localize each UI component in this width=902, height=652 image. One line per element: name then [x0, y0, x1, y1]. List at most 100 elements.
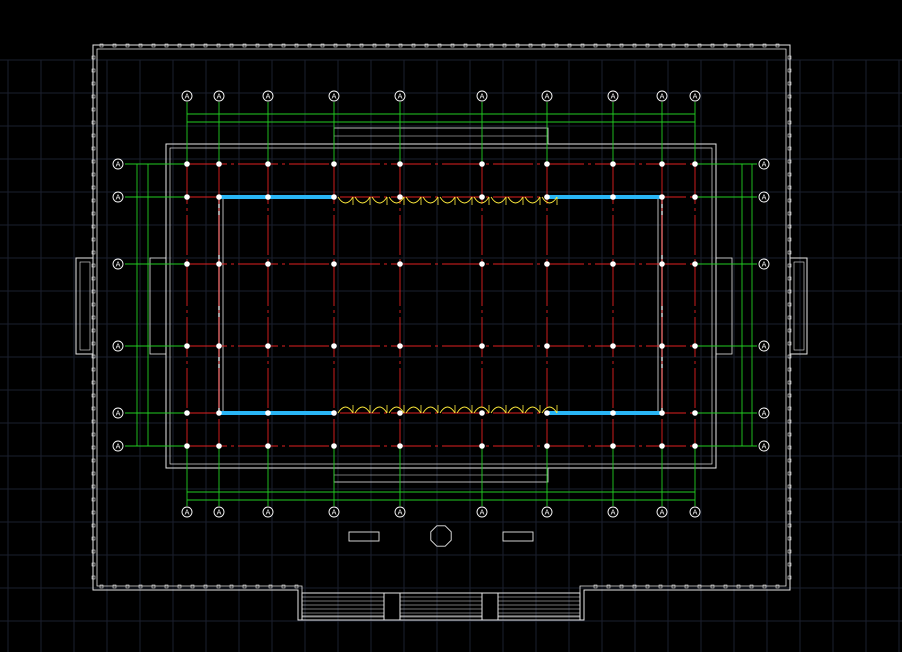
railing-post — [645, 584, 650, 589]
railing-post — [749, 584, 754, 589]
column-dot-icon — [544, 343, 550, 349]
railing-post — [593, 584, 598, 589]
grid-bubble-icon: A — [758, 191, 770, 203]
bubble-label: A — [116, 161, 121, 169]
grid-bubble-icon: A — [541, 90, 553, 102]
railing-post — [787, 94, 792, 99]
grid-bubble-icon: A — [758, 158, 770, 170]
column-dot-icon — [397, 194, 403, 200]
column-dots — [184, 161, 698, 449]
column-dot-icon — [265, 261, 271, 267]
railing-post — [91, 211, 96, 216]
railing-post — [787, 159, 792, 164]
bubble-label: A — [332, 509, 337, 517]
column-dot-icon — [184, 343, 190, 349]
bubble-circle — [476, 506, 488, 518]
railing-post — [787, 575, 792, 580]
railing-post — [91, 354, 96, 359]
column-dot-icon — [265, 343, 271, 349]
column-dot-icon — [397, 343, 403, 349]
railing-post — [91, 81, 96, 86]
railing-post — [606, 584, 611, 589]
door-swing-icon — [524, 196, 541, 204]
railing-post — [320, 43, 325, 48]
railing-post — [463, 43, 468, 48]
railing-post — [787, 81, 792, 86]
railing-post — [91, 237, 96, 242]
railing-post — [346, 43, 351, 48]
column-dot-icon — [544, 161, 550, 167]
railing-post — [632, 584, 637, 589]
bubble-circle — [112, 258, 124, 270]
column-dot-icon — [610, 194, 616, 200]
railing-post — [787, 120, 792, 125]
door-swing-icon — [507, 406, 524, 414]
door-swing-icon — [337, 406, 354, 414]
column-dot-icon — [397, 161, 403, 167]
railing-post — [437, 43, 442, 48]
column-dot-icon — [331, 194, 337, 200]
column-dot-icon — [610, 261, 616, 267]
door-swing-icon — [371, 406, 388, 414]
bubble-label: A — [693, 93, 698, 101]
railing-post — [307, 43, 312, 48]
railing-post — [164, 43, 169, 48]
hall-walls — [149, 127, 733, 483]
outer-terrace-walls — [75, 43, 808, 621]
grid-bubble-icon: A — [262, 90, 274, 102]
bubble-label: A — [398, 93, 403, 101]
grid-bubble-icon: A — [758, 340, 770, 352]
railing-post — [151, 584, 156, 589]
railing-post — [787, 68, 792, 73]
railing-post — [787, 211, 792, 216]
bubble-circle — [262, 506, 274, 518]
left-inner-step — [149, 257, 167, 355]
column-dot-icon — [184, 410, 190, 416]
railing-post — [671, 584, 676, 589]
railing-post — [619, 584, 624, 589]
railing-post — [91, 458, 96, 463]
railing-post — [398, 43, 403, 48]
grid-bubble-icon: A — [656, 90, 668, 102]
door-swing-icon — [439, 196, 456, 204]
front-fixtures — [348, 525, 534, 547]
railing-post — [787, 510, 792, 515]
railing-post — [710, 584, 715, 589]
bubble-label: A — [611, 93, 616, 101]
railing-post — [91, 107, 96, 112]
railing-post — [333, 43, 338, 48]
column-dot-icon — [692, 443, 698, 449]
railing-post — [787, 250, 792, 255]
door-swing-icon — [405, 196, 422, 204]
railing-post — [787, 367, 792, 372]
railing-post — [91, 133, 96, 138]
grid-bubble-icon: A — [213, 90, 225, 102]
column-dot-icon — [659, 443, 665, 449]
railing-post — [91, 549, 96, 554]
bubble-circle — [758, 258, 770, 270]
column-dot-icon — [397, 443, 403, 449]
bubble-label: A — [762, 343, 767, 351]
railing-post — [99, 584, 104, 589]
column-dot-icon — [610, 343, 616, 349]
railing-post — [372, 43, 377, 48]
bubble-circle — [328, 90, 340, 102]
railing-post — [91, 445, 96, 450]
railing-post — [151, 43, 156, 48]
railing-post — [787, 146, 792, 151]
incense-table — [502, 531, 534, 542]
railing-post — [762, 43, 767, 48]
bubble-label: A — [332, 93, 337, 101]
column-dot-icon — [479, 194, 485, 200]
railing-post — [787, 458, 792, 463]
column-dot-icon — [479, 443, 485, 449]
railing-post — [91, 120, 96, 125]
railing-post — [91, 419, 96, 424]
railing-post — [91, 393, 96, 398]
stair-cheek — [481, 592, 499, 621]
column-dot-icon — [216, 194, 222, 200]
door-swing-arcs — [337, 196, 558, 414]
